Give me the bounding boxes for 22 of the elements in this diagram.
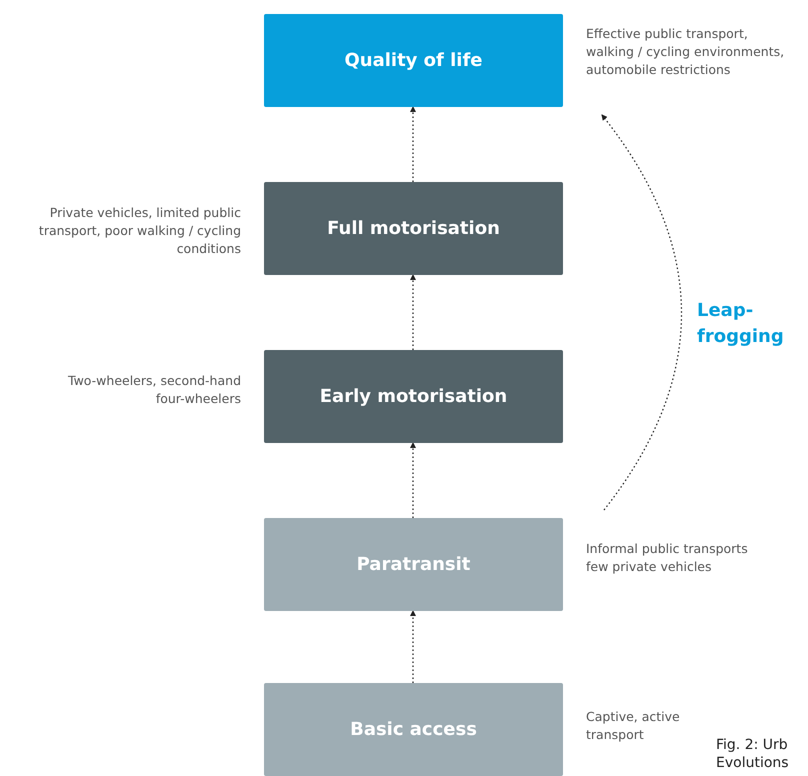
stage-title: Full motorisation: [327, 218, 500, 239]
edge-label: Leap-frogging: [697, 299, 785, 349]
stage-description: Captive, active transport: [586, 708, 681, 744]
dotted-arrow: [410, 274, 416, 350]
stage-box: [264, 518, 563, 611]
stage-description: Effective public transport, walking / cycling environments, automobile restrictions: [586, 25, 786, 79]
figure-caption: Fig. 2: Urb Evolutions: [716, 736, 790, 772]
stage-box: [264, 14, 563, 107]
stage-box: [264, 350, 563, 443]
dotted-arrow: [601, 114, 682, 510]
dotted-arrow: [410, 610, 416, 683]
stage-description: Two-wheelers, second-hand four-wheelers: [67, 372, 241, 408]
stage-description: Private vehicles, limited public transport, poor walking / cycling conditions: [38, 204, 241, 258]
dotted-arrow: [410, 442, 416, 518]
stage-title: Quality of life: [344, 50, 483, 71]
stage-description: Informal public transports few private vehicles: [586, 540, 749, 576]
stage-box: [264, 182, 563, 275]
dotted-arrow: [410, 106, 416, 182]
stage-title: Paratransit: [356, 554, 470, 575]
stage-title: Early motorisation: [320, 386, 508, 407]
stage-box: [264, 683, 563, 776]
stage-title: Basic access: [350, 719, 477, 740]
